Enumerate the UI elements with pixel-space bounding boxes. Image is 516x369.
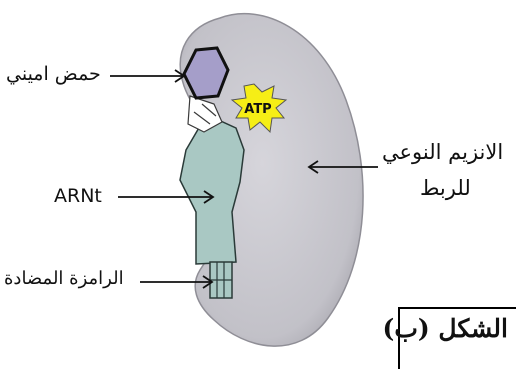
trna-label: ARNt [54, 187, 102, 206]
figure-caption: الشكل (ب) [382, 316, 508, 341]
enzyme-label-line1: الانزيم النوعي [382, 142, 503, 163]
atp-label: ATP [244, 102, 271, 117]
arrow-icon [110, 70, 184, 82]
enzyme-label-line2: للربط [420, 178, 471, 199]
trna-shape [180, 118, 244, 264]
amino-acid-label: حمض اميني [6, 65, 101, 84]
anticodon-label: الرامزة المضادة [4, 270, 124, 288]
